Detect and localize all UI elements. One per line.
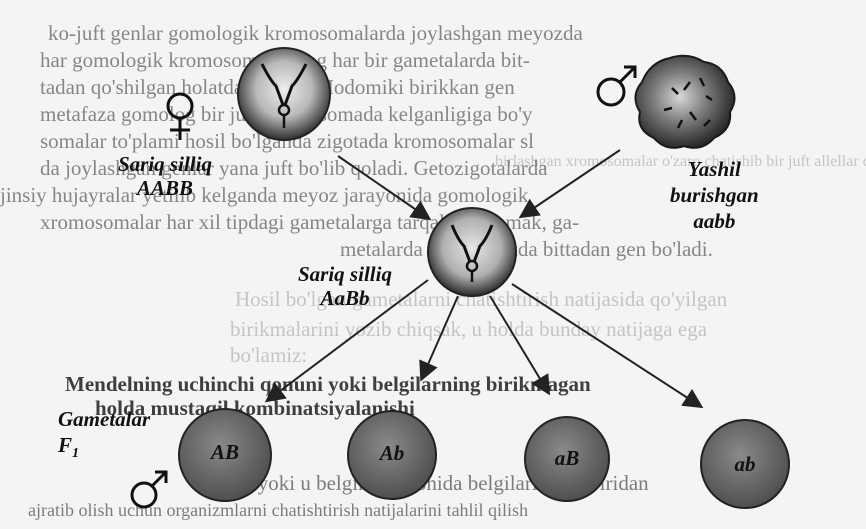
genotype-text: aabb <box>670 208 759 234</box>
phenotype-text: Sariq silliq <box>298 262 392 286</box>
arrow <box>338 156 428 218</box>
gamete-label: AB <box>200 440 250 465</box>
gamete-label: Ab <box>367 441 417 466</box>
f1-label: Sariq silliq AaBb <box>298 262 392 310</box>
female-parent-label: Sariq silliq AABB <box>118 152 212 200</box>
arrow <box>422 296 458 378</box>
arrow <box>522 150 620 216</box>
phenotype-text: Yashil <box>670 156 759 182</box>
genotype-text: AaBb <box>298 286 392 310</box>
male-parent-seed <box>635 56 734 148</box>
generation-label: F1 <box>58 432 150 467</box>
phenotype-text: Sariq silliq <box>118 152 212 176</box>
male-parent-label: Yashil burishgan aabb <box>670 156 759 234</box>
gametes-heading: Gametalar <box>58 406 150 432</box>
female-parent-seed <box>238 48 330 140</box>
male-symbol-icon <box>132 472 166 507</box>
male-symbol-icon <box>598 67 635 105</box>
genotype-text: AABB <box>118 176 212 200</box>
gamete-label: ab <box>720 452 770 477</box>
gamete-label: aB <box>542 446 592 471</box>
arrow <box>490 296 548 392</box>
gametes-label: Gametalar F1 <box>58 406 150 467</box>
arrow <box>512 284 700 406</box>
female-symbol-icon <box>168 94 192 140</box>
phenotype-text: burishgan <box>670 182 759 208</box>
f1-seed <box>428 208 516 296</box>
